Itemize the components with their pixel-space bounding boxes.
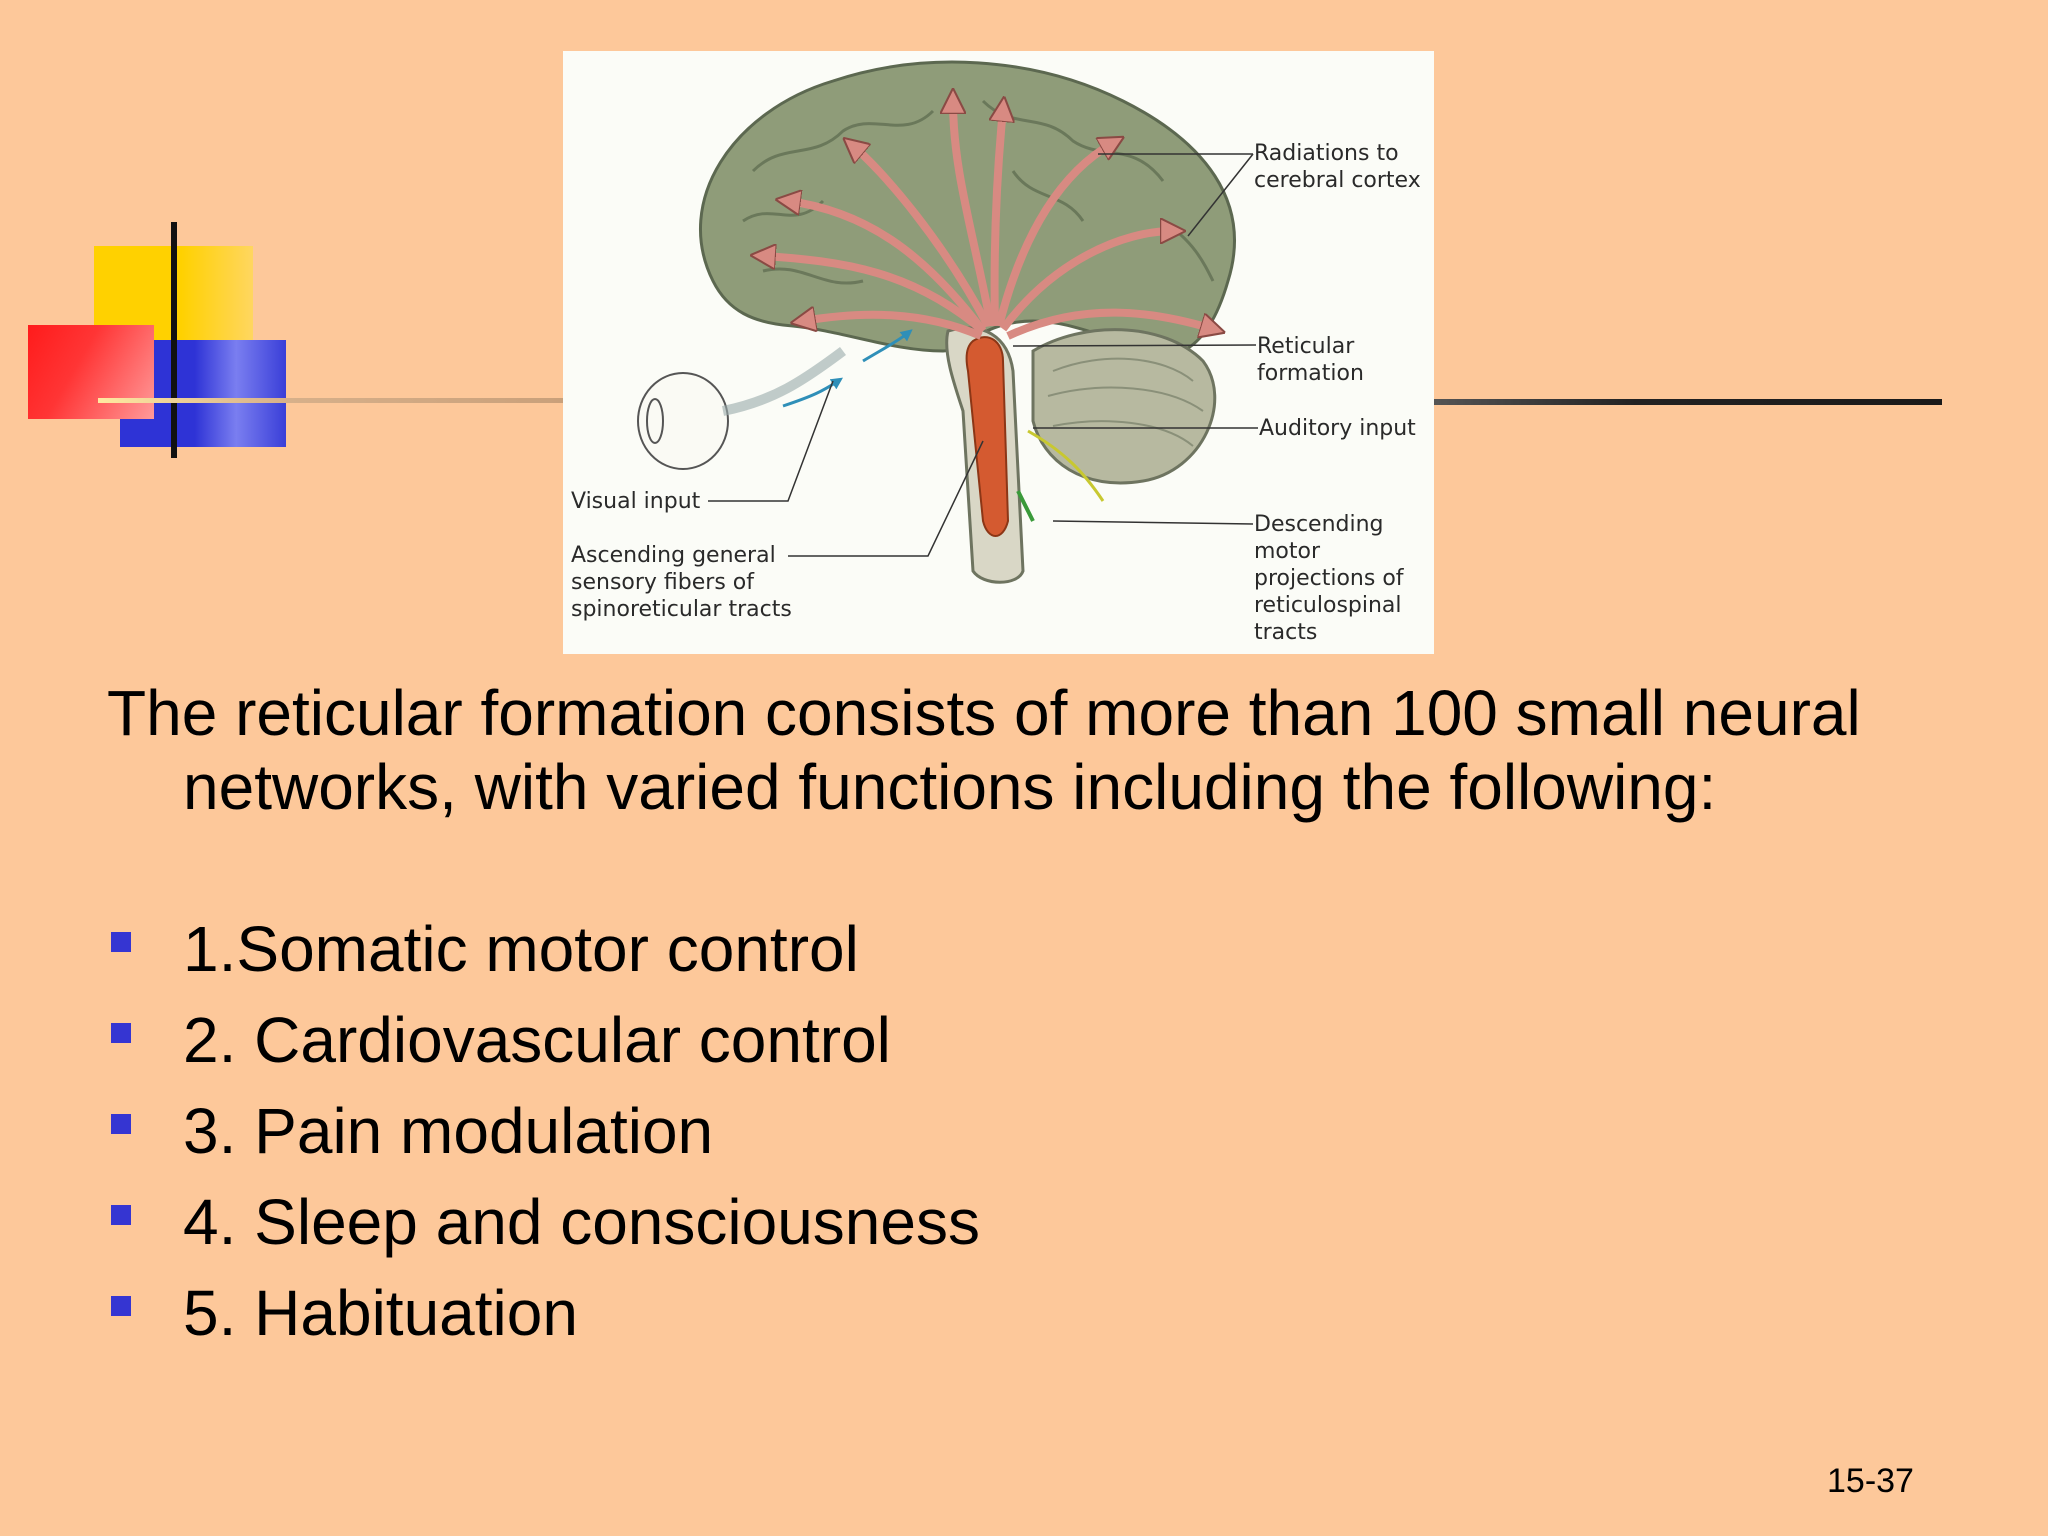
radiation-arrows [763,101,1213,340]
eye [637,372,729,470]
list-item: 5. Habituation [107,1276,980,1367]
list-item-text: 1.Somatic motor control [183,913,859,985]
square-bullet-icon [111,1114,131,1134]
leader-lines [708,153,1258,557]
list-item-text: 5. Habituation [183,1277,578,1349]
list-item: 1.Somatic motor control [107,912,980,1003]
red-square [28,325,154,419]
label-reticular-formation: Reticular formation [1257,334,1364,386]
list-item: 3. Pain modulation [107,1094,980,1185]
title-rule-left [98,398,564,403]
label-auditory-input: Auditory input [1259,416,1416,441]
label-radiations: Radiations to cerebral cortex [1254,141,1421,193]
page-number: 15-37 [1827,1462,1914,1500]
cerebellum [1031,328,1217,485]
list-item-text: 3. Pain modulation [183,1095,714,1167]
list-item-text: 4. Sleep and consciousness [183,1186,980,1258]
label-descending-motor: Descending motor projections of reticulo… [1254,512,1404,645]
vertical-rule [171,222,177,458]
label-visual-input: Visual input [571,489,701,514]
brain-diagram: Radiations to cerebral cortex Reticular … [563,51,1434,654]
square-bullet-icon [111,1296,131,1316]
function-list: 1.Somatic motor control 2. Cardiovascula… [107,912,980,1367]
square-bullet-icon [111,1205,131,1225]
label-ascending-fibers: Ascending general sensory fibers of spin… [571,543,792,622]
list-item: 4. Sleep and consciousness [107,1185,980,1276]
list-item-text: 2. Cardiovascular control [183,1004,891,1076]
brain-illustration [637,60,1258,584]
visual-input-arrows [782,329,913,408]
list-item: 2. Cardiovascular control [107,1003,980,1094]
reticular-formation-shape [965,336,1010,537]
title-rule-right [1432,399,1942,405]
square-bullet-icon [111,1023,131,1043]
square-bullet-icon [111,932,131,952]
intro-paragraph: The reticular formation consists of more… [107,677,1861,823]
